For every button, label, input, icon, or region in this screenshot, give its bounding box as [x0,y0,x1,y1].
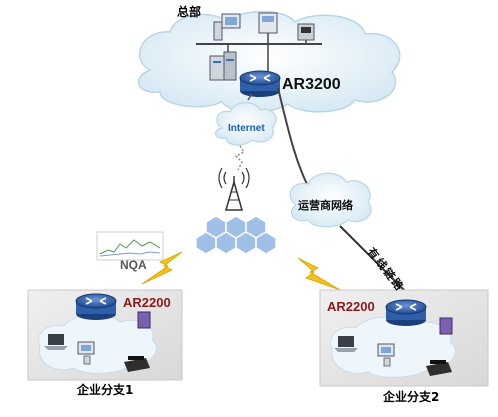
ar3200-router-icon [239,70,281,97]
internet-label: Internet [228,123,265,134]
lightning-bolt-right-icon [297,257,341,291]
internet-cloud [215,102,277,146]
branch2-server-icon [439,317,453,335]
branch2-pc-icon [377,343,395,367]
nqa-label: NQA [120,258,147,272]
wired-link-line [339,225,413,299]
hq-title: 总部 [177,5,202,19]
ar3200-label: AR3200 [282,76,341,93]
branch2-router-icon [385,299,427,326]
nqa-chart-thumbnail [96,231,164,261]
branch1-pc-icon [77,341,95,365]
branch2-phone-icon [426,360,452,376]
wireless-cell-grid [195,215,277,255]
branch2-laptop-icon [334,336,358,352]
branch2-title: 企业分支2 [383,390,440,404]
hq-server-stack-icon [209,51,237,81]
hq-phone-icon [297,23,315,41]
cell-tower-icon [218,167,250,211]
hq-workstation-icon [213,13,241,41]
branch2-router-label: AR2200 [327,299,375,314]
hq-carrier-link [277,87,311,191]
hq-cloud [137,10,401,113]
branch1-phone-icon [124,356,150,372]
internet-link [234,93,253,171]
carrier-network-cloud [289,172,372,228]
branch1-title: 企业分支1 [77,383,134,397]
branch1-laptop-icon [44,334,68,350]
branch1-router-label: AR2200 [123,295,171,310]
hq-server-icon [258,12,278,34]
lightning-bolt-left-icon [141,251,183,285]
branch1-router-icon [75,293,117,320]
branch1-server-icon [137,311,151,329]
carrier-network-label: 运营商网络 [298,199,353,212]
